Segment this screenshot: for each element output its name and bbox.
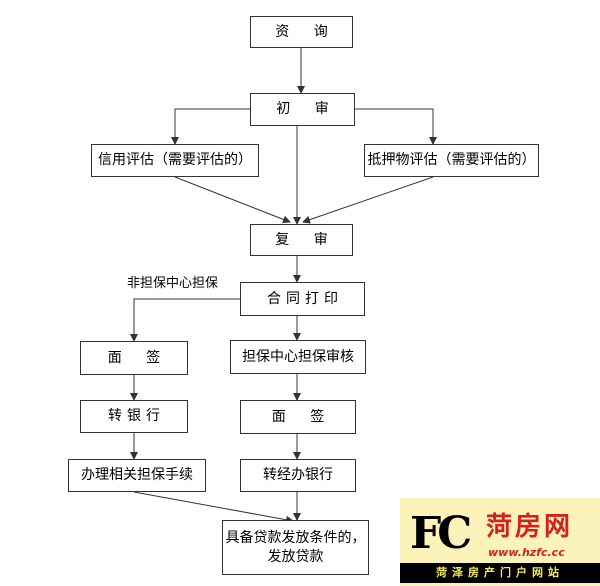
arrow-credit-to-re-review (174, 176, 291, 224)
node-initial-review: 初 审 (250, 93, 355, 126)
logo-tagline: 菏泽房产门户网站 (400, 563, 600, 583)
logo-url: www.hzfc.cc (488, 546, 565, 559)
site-logo-badge: FC 菏房网 www.hzfc.cc 菏泽房产门户网站 (400, 498, 600, 586)
node-interview-right: 面 签 (240, 400, 356, 434)
node-transfer-via-bank: 转经办银行 (240, 459, 356, 492)
arrow-procedures-to-loan (133, 491, 294, 524)
arrow-to-credit-assessment (171, 108, 250, 145)
loan-condition-line-1: 具备贷款发放条件的， (225, 529, 366, 546)
arrow-collateral-to-re-review (302, 176, 434, 224)
loan-condition-line-2: 发放贷款 (267, 548, 324, 565)
node-transfer-bank: 转银行 (80, 400, 188, 433)
arrow-to-collateral-assessment (355, 108, 437, 145)
node-re-review: 复 审 (250, 224, 353, 256)
node-consult: 资 询 (250, 16, 353, 48)
arrow-contract-to-left-interview (130, 298, 240, 342)
label-non-guarantee-branch: 非担保中心担保 (127, 276, 219, 291)
node-guarantee-center-review: 担保中心担保审核 (230, 340, 366, 374)
node-loan-disbursement: 具备贷款发放条件的， 发放贷款 (222, 520, 369, 575)
node-guarantee-procedures: 办理相关担保手续 (68, 459, 206, 492)
node-interview-left: 面 签 (80, 341, 188, 375)
logo-site-name: 菏房网 (486, 512, 574, 542)
node-collateral-assessment: 抵押物评估（需要评估的） (364, 144, 539, 177)
node-contract-print: 合同打印 (240, 282, 365, 316)
logo-mark: FC (410, 508, 472, 559)
node-credit-assessment: 信用评估（需要评估的） (91, 144, 259, 177)
